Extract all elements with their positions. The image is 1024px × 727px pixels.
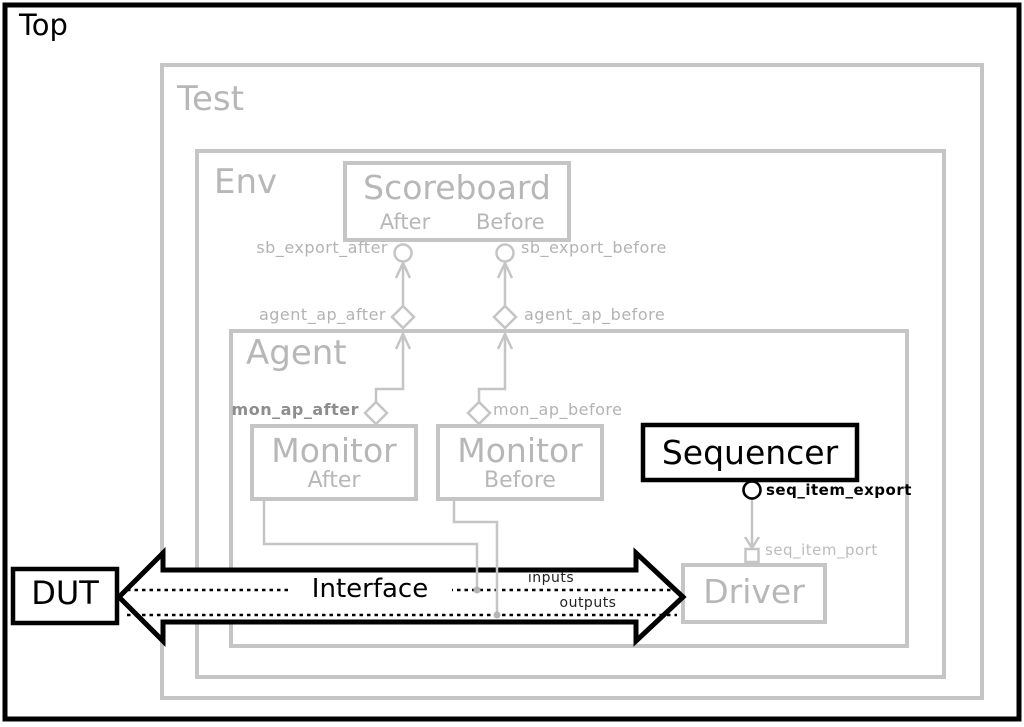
- interface-title: Interface: [288, 576, 452, 602]
- sb-export-before-label: sb_export_before: [521, 238, 667, 257]
- mon-ap-after-diamond-icon: [363, 400, 389, 426]
- mon-ap-after-to-agent-ap-line: [374, 336, 405, 402]
- arrowhead-up-icon: [394, 260, 412, 279]
- monitor-after-subtitle: After: [307, 468, 361, 493]
- monitor-before-to-interface-line: [452, 500, 499, 613]
- monitor-after-box: [250, 424, 418, 501]
- seq-item-export-circle-icon: [742, 480, 762, 500]
- mon-ap-before-label: mon_ap_before: [493, 400, 623, 419]
- mon-ap-before-to-agent-ap-line: [477, 336, 507, 402]
- sb-export-before-circle-icon: [495, 243, 515, 263]
- seq-item-port-label: seq_item_port: [765, 541, 878, 559]
- sb-export-after-circle-icon: [393, 243, 413, 263]
- mon-ap-before-diamond-icon: [466, 400, 492, 426]
- connector-dot-icon: [493, 611, 501, 619]
- monitor-before-box: [436, 424, 604, 501]
- dut-box: [10, 566, 120, 626]
- arrowhead-up-icon: [496, 260, 514, 279]
- agent-ap-after-diamond-icon: [390, 304, 416, 330]
- sb-export-after-label: sb_export_after: [256, 238, 388, 257]
- arrowhead-up-icon: [394, 331, 412, 350]
- scoreboard-before-label: Before: [476, 210, 545, 234]
- monitor-before-subtitle: Before: [484, 468, 556, 493]
- env-label: Env: [214, 162, 278, 202]
- agent-ap-before-diamond-icon: [492, 304, 518, 330]
- sequencer-title: Sequencer: [661, 433, 839, 472]
- seq-item-export-label: seq_item_export: [766, 481, 912, 499]
- tlm-connectors: [374, 260, 761, 551]
- interface-outputs-label: outputs: [559, 595, 617, 611]
- env-box: [195, 149, 946, 679]
- agent-box: [229, 329, 909, 648]
- arrowhead-up-icon: [496, 331, 514, 350]
- agent-label: Agent: [246, 333, 347, 373]
- test-box: [160, 63, 984, 700]
- monitor-after-title: Monitor: [271, 431, 397, 470]
- sequencer-box: [640, 422, 860, 483]
- interface-inputs-label: inputs: [527, 570, 575, 586]
- agent-ap-before-label: agent_ap_before: [524, 305, 666, 324]
- test-label: Test: [177, 79, 244, 119]
- driver-box: [681, 563, 827, 624]
- monitor-after-to-interface-line: [262, 500, 479, 588]
- monitor-before-title: Monitor: [457, 431, 583, 470]
- driver-title: Driver: [703, 572, 805, 611]
- dut-title: DUT: [31, 574, 99, 612]
- seq-item-port-square-icon: [744, 547, 760, 564]
- agent-ap-after-label: agent_ap_after: [258, 305, 386, 324]
- scoreboard-title: Scoreboard: [363, 168, 551, 207]
- connector-dot-icon: [473, 586, 481, 594]
- top-label: Top: [19, 8, 68, 42]
- scoreboard-after-label: After: [379, 210, 431, 234]
- mon-ap-after-label: mon_ap_after: [231, 400, 359, 419]
- scoreboard-box: [343, 161, 571, 242]
